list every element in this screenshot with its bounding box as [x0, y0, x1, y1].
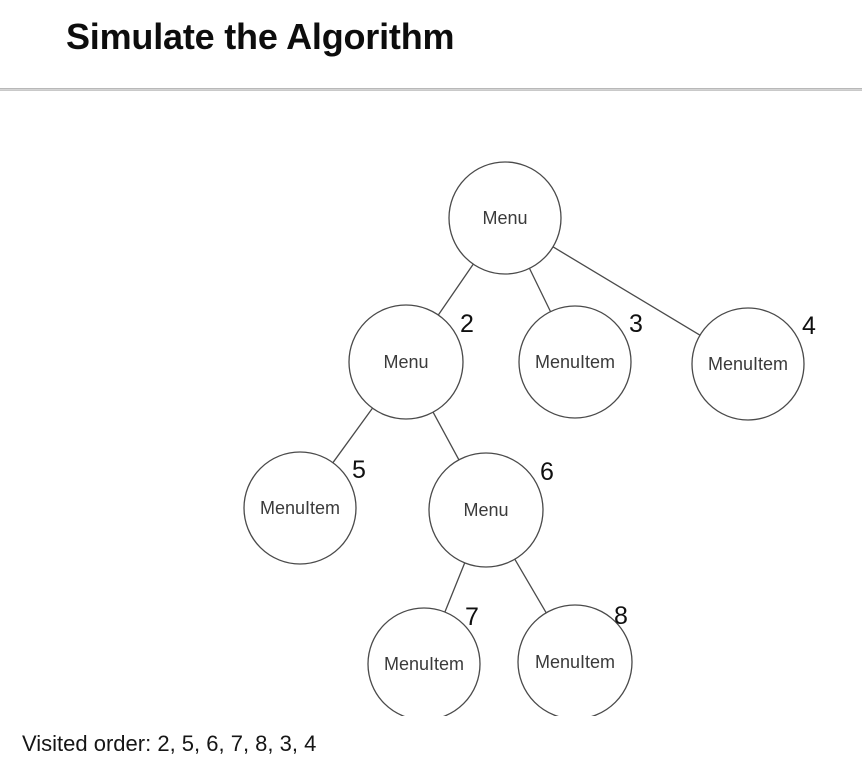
- node-index-label: 5: [352, 456, 366, 484]
- tree-node[interactable]: MenuItem 3: [518, 305, 643, 419]
- node-index-label: 7: [465, 603, 479, 631]
- node-label: MenuItem: [384, 654, 464, 674]
- tree-edge: [552, 246, 701, 336]
- node-label: MenuItem: [260, 498, 340, 518]
- tree-node[interactable]: MenuItem 5: [243, 451, 366, 565]
- node-label: Menu: [482, 208, 527, 228]
- tree-edge: [528, 268, 552, 312]
- tree-edge: [514, 558, 547, 614]
- node-label: MenuItem: [708, 354, 788, 374]
- node-label: MenuItem: [535, 652, 615, 672]
- node-circle[interactable]: [448, 161, 562, 275]
- tree-node[interactable]: MenuItem 4: [691, 307, 816, 421]
- tree-node[interactable]: Menu 2: [348, 304, 474, 420]
- edge-layer: [332, 246, 701, 614]
- node-layer: MenuMenu2MenuItem3MenuItem4MenuItem5Menu…: [243, 161, 816, 716]
- node-circle[interactable]: [518, 305, 632, 419]
- node-circle[interactable]: [517, 604, 633, 716]
- node-index-label: 4: [802, 312, 816, 340]
- tree-node[interactable]: MenuItem 7: [367, 603, 481, 716]
- page-title: Simulate the Algorithm: [66, 16, 455, 57]
- node-circle[interactable]: [348, 304, 464, 420]
- node-circle[interactable]: [691, 307, 805, 421]
- node-circle[interactable]: [243, 451, 357, 565]
- tree-edge: [432, 411, 460, 461]
- tree-edge: [332, 407, 374, 464]
- tree-node[interactable]: MenuItem 8: [517, 602, 633, 716]
- tree-svg: MenuMenu2MenuItem3MenuItem4MenuItem5Menu…: [243, 161, 816, 716]
- node-index-label: 2: [460, 310, 474, 338]
- node-index-label: 8: [614, 602, 628, 630]
- node-label: MenuItem: [535, 352, 615, 372]
- node-label: Menu: [383, 352, 428, 372]
- title-divider: [0, 88, 862, 91]
- node-circle[interactable]: [428, 452, 544, 568]
- visited-order-caption: Visited order: 2, 5, 6, 7, 8, 3, 4: [22, 731, 317, 756]
- node-label: Menu: [463, 500, 508, 520]
- tree-edge: [437, 263, 474, 316]
- node-index-label: 3: [629, 310, 643, 338]
- node-index-label: 6: [540, 458, 554, 486]
- node-circle[interactable]: [367, 607, 481, 716]
- tree-node[interactable]: Menu: [448, 161, 562, 275]
- tree-edge: [444, 562, 466, 613]
- tree-node[interactable]: Menu 6: [428, 452, 554, 568]
